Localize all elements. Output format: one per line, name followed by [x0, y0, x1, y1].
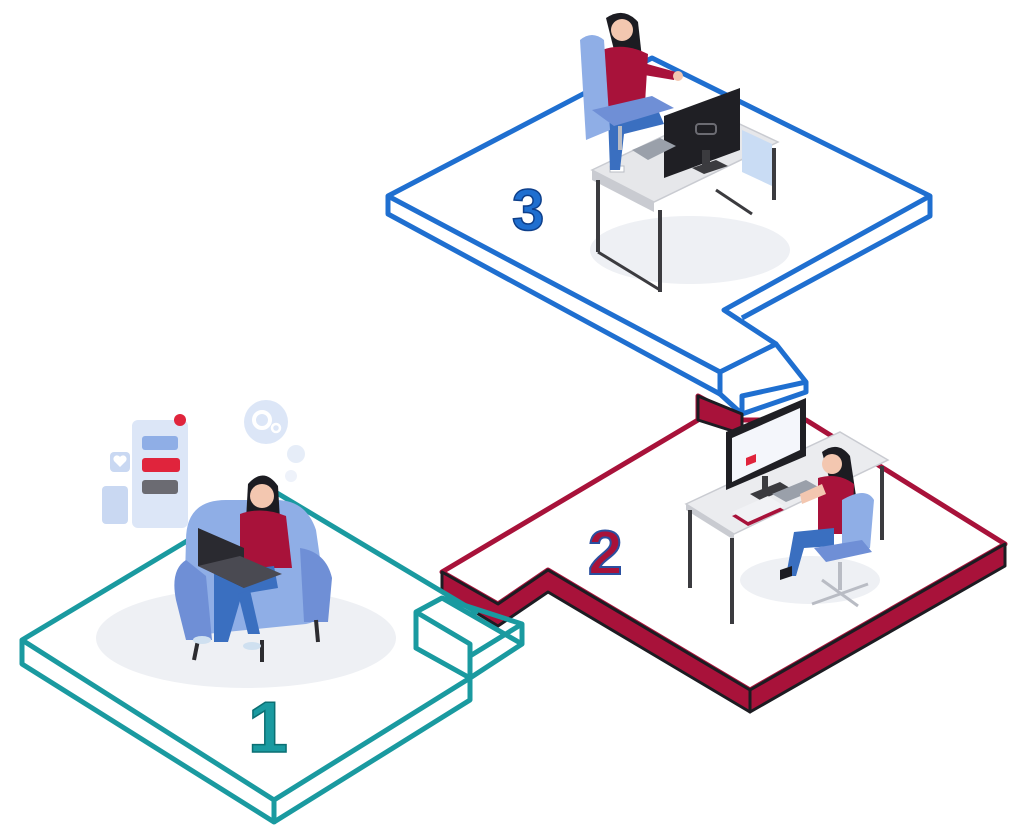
step-number-2: 2 — [588, 519, 622, 588]
platform-2 — [439, 393, 1008, 714]
chat-card-icon — [102, 420, 188, 528]
step-number-3: 3 — [512, 178, 544, 243]
scene-3-woman-desk — [580, 12, 790, 292]
step-number-1: 1 — [248, 688, 288, 768]
scene-1-woman-laptop — [96, 400, 396, 688]
heart-icon — [110, 452, 130, 472]
notification-badge-icon — [174, 414, 186, 426]
scene-2-woman-desk — [684, 398, 890, 624]
gear-bubble-icon — [244, 400, 305, 482]
